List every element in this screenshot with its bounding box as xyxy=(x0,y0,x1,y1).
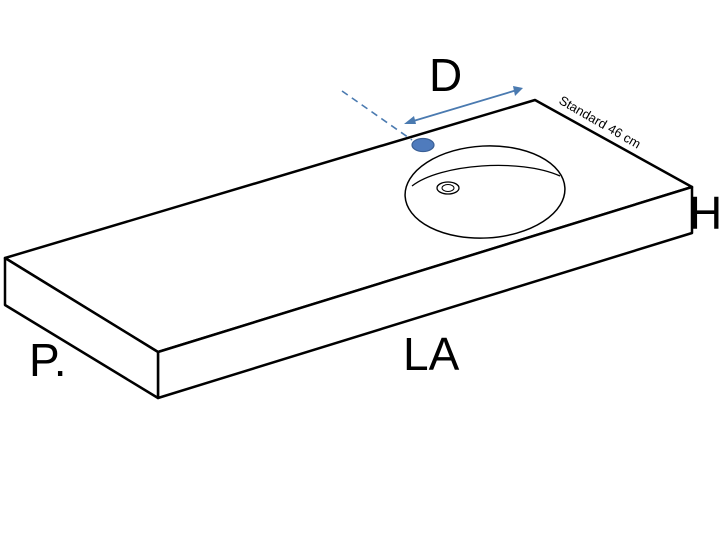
tap-hole-marker xyxy=(411,137,435,153)
label-height: H xyxy=(689,187,720,239)
depth-offset-guide-line xyxy=(341,90,413,141)
label-depth-offset: D xyxy=(429,49,462,101)
basin-inner-bowl xyxy=(411,164,561,187)
label-width: LA xyxy=(403,328,460,380)
overflow-hole xyxy=(436,181,460,195)
basin-rim xyxy=(404,145,566,239)
depth-offset-arrow xyxy=(404,86,523,124)
overflow-hole-inner xyxy=(441,184,455,192)
label-depth: P. xyxy=(29,334,67,386)
oval-basin xyxy=(404,145,566,239)
countertop-left-face xyxy=(3,256,160,400)
